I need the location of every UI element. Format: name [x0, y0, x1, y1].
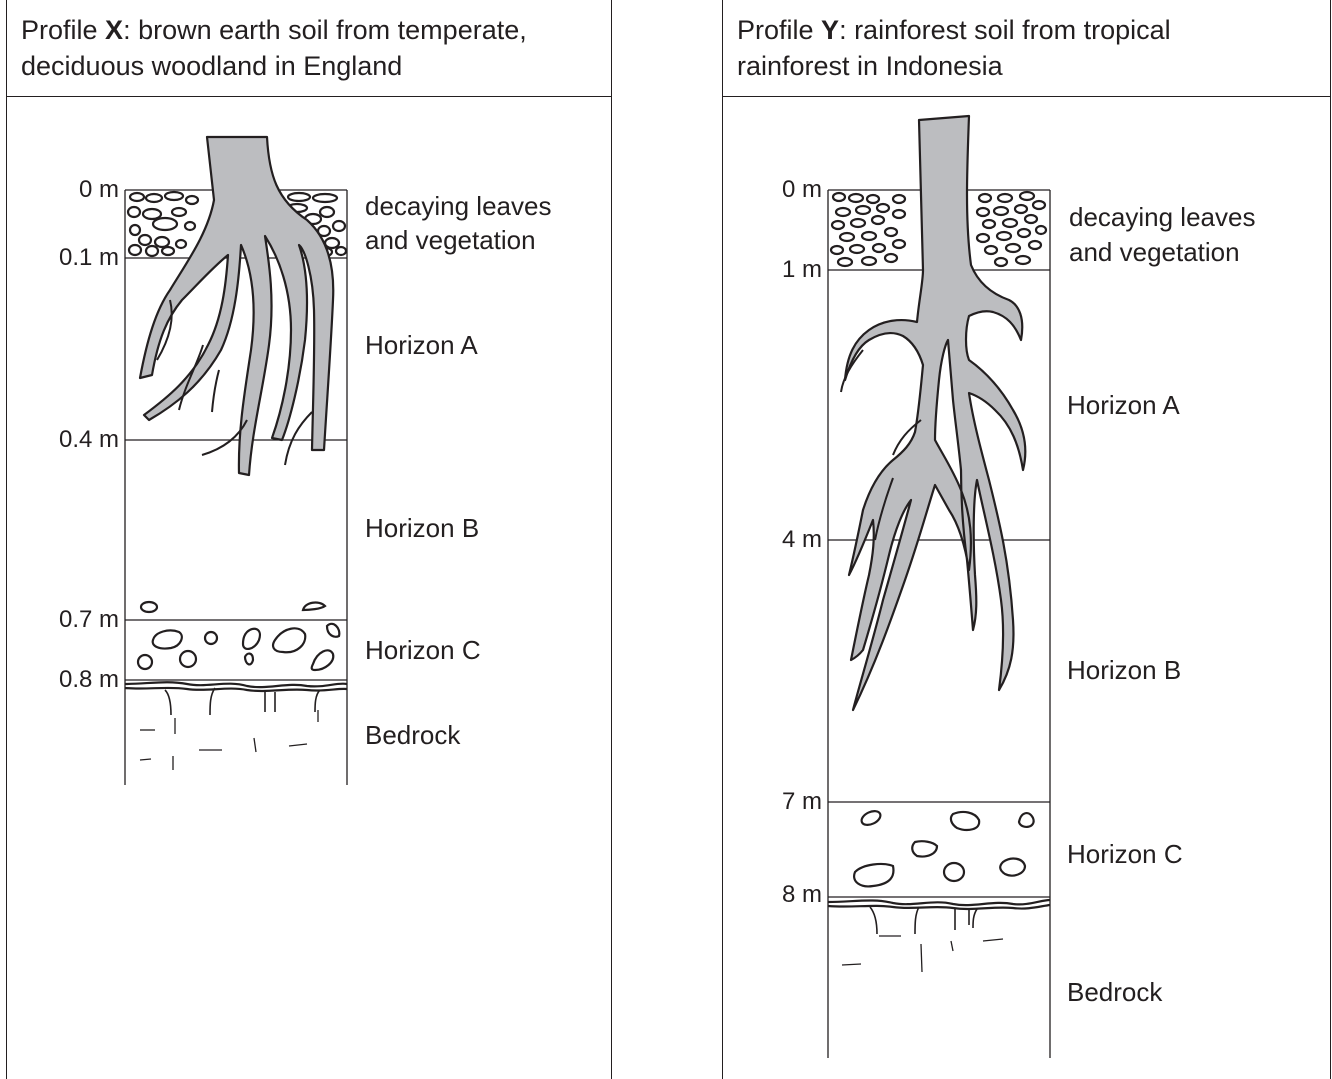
layer-label: Horizon B — [1067, 655, 1181, 685]
depth-label: 0 m — [79, 176, 119, 203]
horizon-c-stones — [854, 808, 1034, 886]
depth-label: 0.7 m — [59, 606, 119, 633]
layer-label: Horizon B — [365, 513, 479, 543]
depth-label: 0.8 m — [59, 666, 119, 693]
layer-label: Horizon A — [365, 330, 478, 360]
profile-x-panel: Profile X: brown earth soil from tempera… — [6, 0, 612, 1079]
layer-label: and vegetation — [1069, 237, 1240, 267]
layer-label: decaying leaves — [1069, 202, 1255, 232]
profile-x-diagram: 0 m 0.1 m 0.4 m 0.7 m 0.8 m decaying lea… — [7, 0, 613, 1079]
root-system — [841, 116, 1025, 710]
bedrock — [125, 682, 347, 770]
layer-label: decaying leaves — [365, 191, 551, 221]
layer-label: and vegetation — [365, 225, 536, 255]
depth-label: 1 m — [782, 256, 822, 283]
layer-label: Horizon A — [1067, 390, 1180, 420]
depth-label: 8 m — [782, 881, 822, 908]
bedrock — [828, 900, 1050, 972]
depth-label: 7 m — [782, 788, 822, 815]
root-system — [140, 137, 333, 475]
layer-label: Bedrock — [1067, 977, 1163, 1007]
horizon-c-stones — [138, 602, 339, 670]
depth-label: 0.1 m — [59, 244, 119, 271]
layer-label: Horizon C — [365, 635, 481, 665]
layer-label: Bedrock — [365, 720, 461, 750]
profile-y-panel: Profile Y: rainforest soil from tropical… — [722, 0, 1331, 1079]
profile-y-diagram: 0 m 1 m 4 m 7 m 8 m decaying leaves and … — [723, 0, 1332, 1079]
depth-label: 4 m — [782, 526, 822, 553]
depth-label: 0.4 m — [59, 426, 119, 453]
depth-label: 0 m — [782, 176, 822, 203]
layer-label: Horizon C — [1067, 839, 1183, 869]
